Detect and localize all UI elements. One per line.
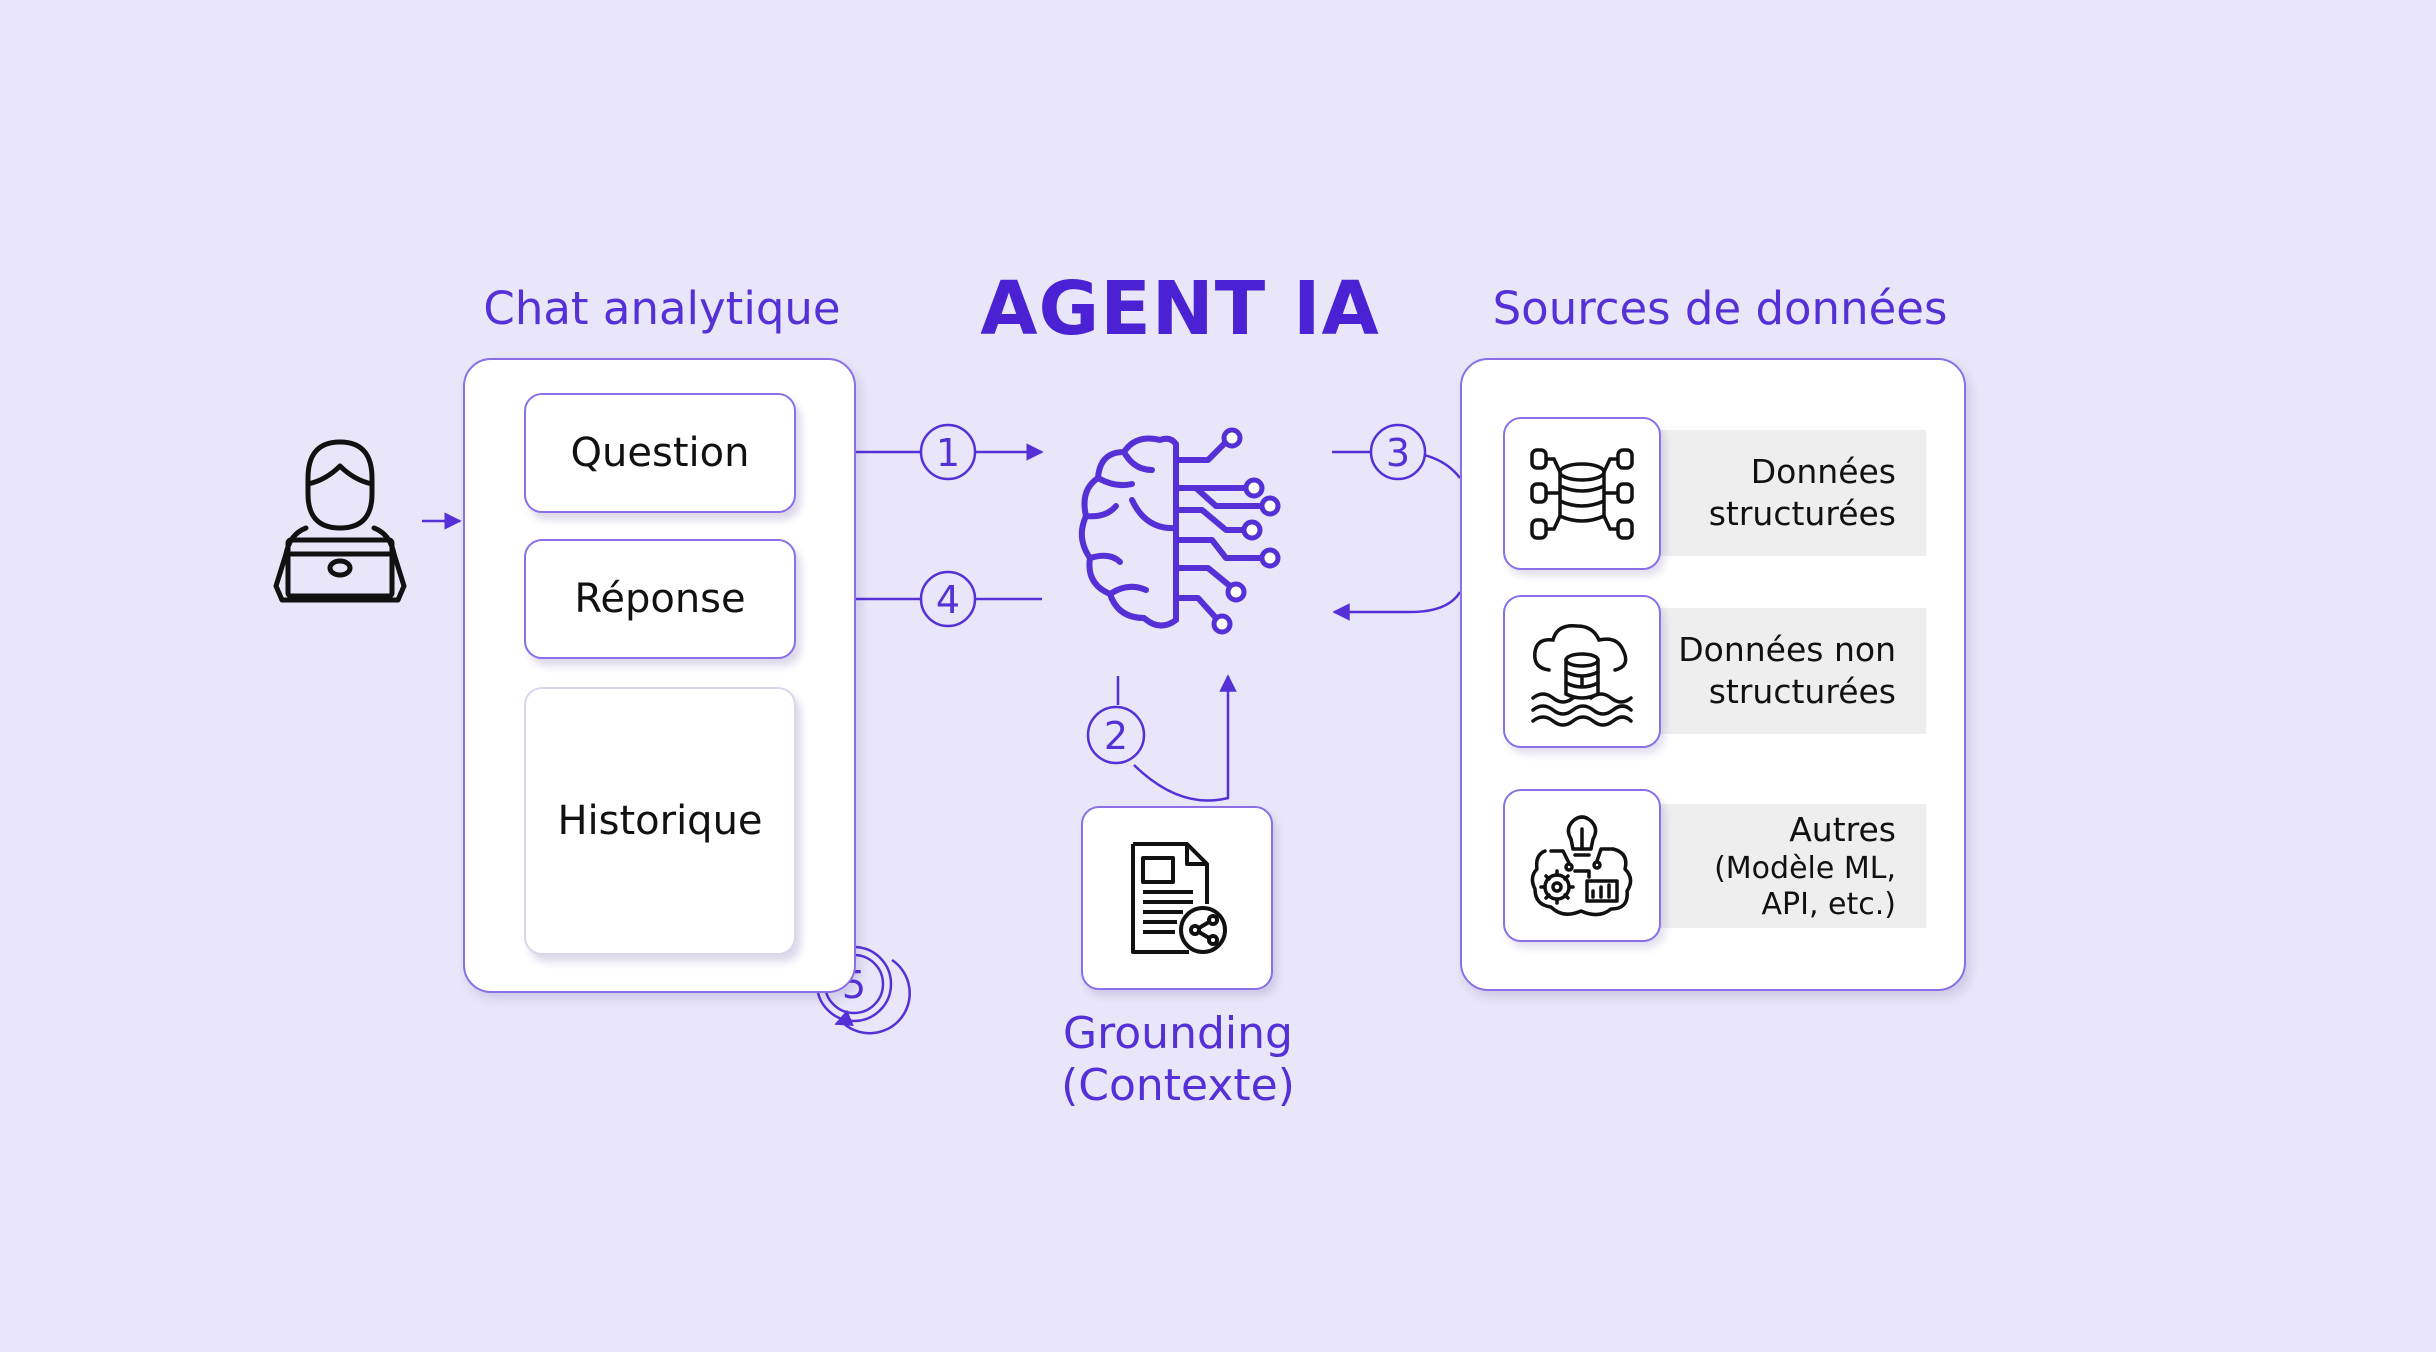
document-share-icon	[1131, 842, 1227, 954]
source-card-structured[interactable]	[1503, 417, 1661, 570]
data-lake-icon	[1531, 623, 1633, 727]
arrow-sources-to-agent	[1332, 591, 1462, 621]
chat-heading: Chat analytique	[483, 282, 841, 335]
source-2-line1: Données non	[1678, 630, 1896, 669]
arrow-grounding-to-agent	[1133, 674, 1237, 802]
source-2-line2: structurées	[1708, 672, 1896, 711]
user-laptop-icon	[273, 439, 407, 603]
grounding-line1: Grounding	[1063, 1008, 1293, 1059]
step-1-label: 1	[936, 431, 960, 475]
source-label-structured: Données structurées	[1652, 430, 1926, 556]
source-label-unstructured: Données non structurées	[1652, 608, 1926, 734]
step-1-circle	[919, 423, 977, 481]
brain-circuit-icon	[1078, 427, 1281, 635]
source-1-line1: Données	[1750, 452, 1896, 491]
ml-gears-icon	[1530, 814, 1633, 916]
database-network-icon	[1530, 447, 1634, 540]
historique-card[interactable]: Historique	[524, 687, 796, 955]
reponse-card[interactable]: Réponse	[524, 539, 796, 659]
source-3-line1: Autres	[1789, 810, 1896, 849]
grounding-card[interactable]	[1081, 806, 1273, 990]
step-4-circle	[919, 570, 977, 628]
grounding-label: Grounding (Contexte)	[1018, 1008, 1338, 1112]
source-card-others[interactable]	[1503, 789, 1661, 942]
source-label-others: Autres (Modèle ML, API, etc.)	[1652, 804, 1926, 928]
source-card-unstructured[interactable]	[1503, 595, 1661, 748]
step-3-circle	[1369, 423, 1427, 481]
step-3-label: 3	[1386, 431, 1410, 475]
question-card[interactable]: Question	[524, 393, 796, 513]
source-3-line2: (Modèle ML,	[1714, 851, 1896, 886]
source-1-line2: structurées	[1708, 494, 1896, 533]
source-3-line3: API, etc.)	[1761, 887, 1897, 922]
step-2-label: 2	[1104, 714, 1128, 758]
step-2-circle	[1086, 705, 1146, 765]
sources-heading: Sources de données	[1492, 282, 1948, 335]
arrow-step-5	[839, 958, 911, 1035]
page-title: AGENT IA	[980, 266, 1380, 352]
grounding-line2: (Contexte)	[1061, 1060, 1295, 1111]
step-4-label: 4	[936, 578, 960, 622]
